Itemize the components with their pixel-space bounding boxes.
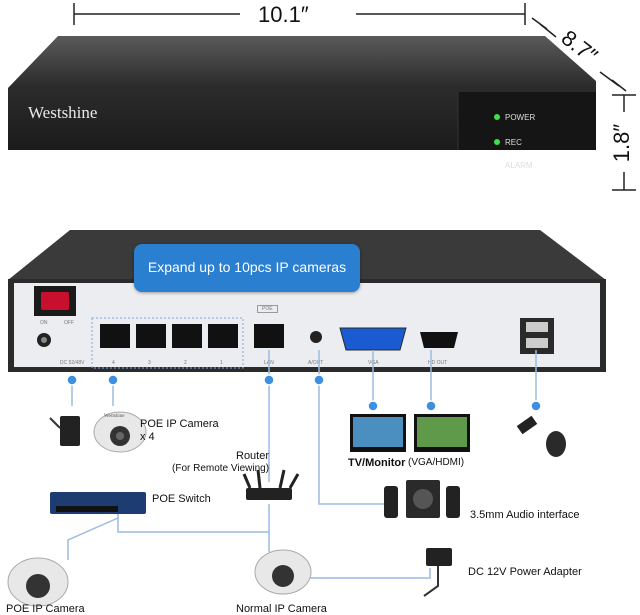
port-1-label: 1 (220, 360, 223, 366)
audio-label: 3.5mm Audio interface (470, 509, 580, 521)
power-adapter-label: DC 12V Power Adapter (468, 566, 582, 578)
tv-monitor-sub-label: (VGA/HDMI) (408, 457, 465, 468)
on-label: ON (40, 320, 48, 326)
aout-label: A/OUT (308, 360, 324, 366)
poe-switch-label: POE Switch (152, 493, 211, 505)
expand-callout: Expand up to 10pcs IP cameras (134, 244, 360, 292)
router-sub-label: (For Remote Viewing) (172, 463, 270, 474)
off-label: OFF (64, 320, 74, 326)
hdout-label: HD OUT (428, 360, 448, 366)
dc-label: DC 52/48V (60, 360, 85, 366)
front-brand-logo: Westshine (28, 103, 98, 122)
port-4-label: 4 (112, 360, 115, 366)
width-dimension: 10.1″ (258, 2, 309, 27)
poe-ip-camera-x4-label: POE IP Camera (140, 418, 219, 430)
led-rec-label: REC (505, 138, 522, 147)
router-label: Router (236, 450, 270, 462)
led-alarm-label: ALARM (505, 161, 533, 170)
x4-label: x 4 (140, 431, 155, 443)
led-power-label: POWER (505, 113, 536, 122)
poe-port-label: POE (257, 305, 278, 313)
poe-ip-camera-label: POE IP Camera (6, 603, 85, 615)
port-2-label: 2 (184, 360, 187, 366)
normal-ip-camera-label: Normal IP Camera (236, 603, 327, 615)
camera-logo: Westshine (104, 414, 125, 419)
expand-callout-text: Expand up to 10pcs IP cameras (147, 259, 347, 275)
port-3-label: 3 (148, 360, 151, 366)
nvr-front-illustration (8, 36, 596, 150)
tv-monitor-label: TV/Monitor (348, 457, 406, 469)
